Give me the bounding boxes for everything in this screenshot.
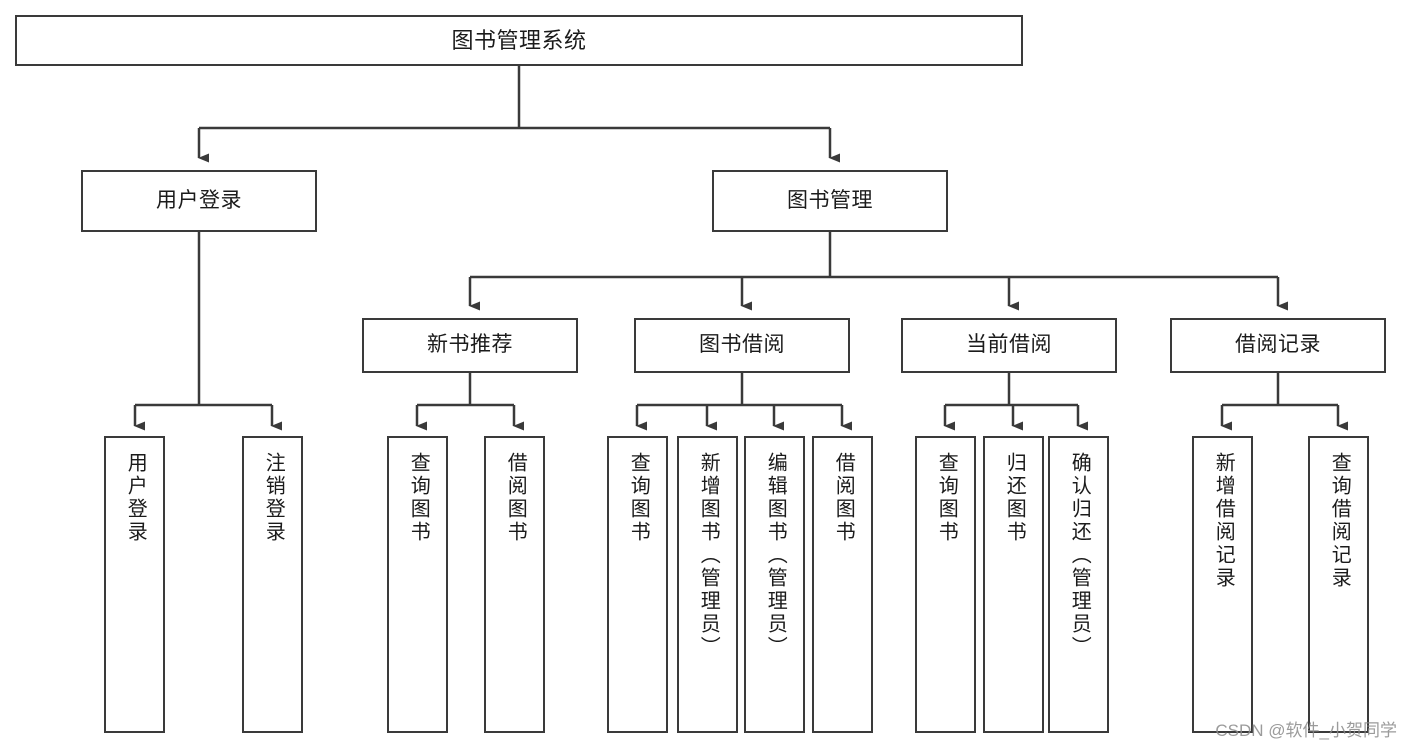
node-level3-current-borrow-label: 当前借阅 [966, 333, 1052, 357]
node-leaf-query-borrow-record[interactable]: 查询借阅记录 [1308, 436, 1369, 733]
node-leaf-add-borrow-record-label: 新增借阅记录 [1212, 452, 1235, 590]
node-level2-user-login[interactable]: 用户登录 [81, 170, 317, 232]
node-level3-borrow-record[interactable]: 借阅记录 [1170, 318, 1386, 373]
node-leaf-logout-label: 注销登录 [262, 452, 285, 544]
node-leaf-query-book-newbook[interactable]: 查询图书 [387, 436, 448, 733]
edges-root-to-level2 [197, 66, 840, 163]
edges-record-to-leaves [1220, 373, 1348, 431]
node-root[interactable]: 图书管理系统 [15, 15, 1023, 66]
node-level3-book-borrow[interactable]: 图书借阅 [634, 318, 850, 373]
edges-current-to-leaves [943, 373, 1088, 431]
node-leaf-borrow-book[interactable]: 借阅图书 [812, 436, 873, 733]
node-level2-book-management-label: 图书管理 [787, 188, 873, 212]
node-level3-new-book-recommend[interactable]: 新书推荐 [362, 318, 578, 373]
edges-login-to-leaves [133, 232, 282, 431]
node-leaf-edit-book-admin[interactable]: 编辑图书（管理员） [744, 436, 805, 733]
edges-newbook-to-leaves [415, 373, 524, 431]
node-leaf-confirm-return-admin[interactable]: 确认归还（管理员） [1048, 436, 1109, 733]
node-leaf-borrow-book-newbook[interactable]: 借阅图书 [484, 436, 545, 733]
node-leaf-add-borrow-record[interactable]: 新增借阅记录 [1192, 436, 1253, 733]
node-level2-user-login-label: 用户登录 [156, 188, 242, 212]
node-leaf-logout[interactable]: 注销登录 [242, 436, 303, 733]
node-leaf-borrow-book-label: 借阅图书 [832, 452, 855, 544]
node-leaf-borrow-book-newbook-label: 借阅图书 [504, 452, 527, 544]
node-leaf-query-book-newbook-label: 查询图书 [407, 452, 430, 544]
node-leaf-confirm-return-admin-label: 确认归还（管理员） [1068, 452, 1091, 659]
node-leaf-return-book[interactable]: 归还图书 [983, 436, 1044, 733]
node-root-label: 图书管理系统 [451, 27, 587, 53]
node-level2-book-management[interactable]: 图书管理 [712, 170, 948, 232]
node-leaf-query-book-current-label: 查询图书 [935, 452, 958, 544]
node-level3-new-book-recommend-label: 新书推荐 [427, 333, 513, 357]
node-leaf-query-borrow-record-label: 查询借阅记录 [1328, 452, 1351, 590]
edges-level2-to-level3 [468, 232, 1288, 311]
node-leaf-query-book-current[interactable]: 查询图书 [915, 436, 976, 733]
node-level3-borrow-record-label: 借阅记录 [1235, 333, 1321, 357]
node-leaf-add-book-admin-label: 新增图书（管理员） [697, 452, 720, 659]
node-leaf-edit-book-admin-label: 编辑图书（管理员） [764, 452, 787, 659]
node-leaf-query-book-borrow-label: 查询图书 [627, 452, 650, 544]
node-leaf-user-login-label: 用户登录 [124, 452, 147, 544]
node-leaf-return-book-label: 归还图书 [1003, 452, 1026, 544]
node-leaf-user-login[interactable]: 用户登录 [104, 436, 165, 733]
edges-borrow-to-leaves [635, 373, 852, 431]
node-level3-current-borrow[interactable]: 当前借阅 [901, 318, 1117, 373]
node-leaf-add-book-admin[interactable]: 新增图书（管理员） [677, 436, 738, 733]
node-level3-book-borrow-label: 图书借阅 [699, 333, 785, 357]
node-leaf-query-book-borrow[interactable]: 查询图书 [607, 436, 668, 733]
